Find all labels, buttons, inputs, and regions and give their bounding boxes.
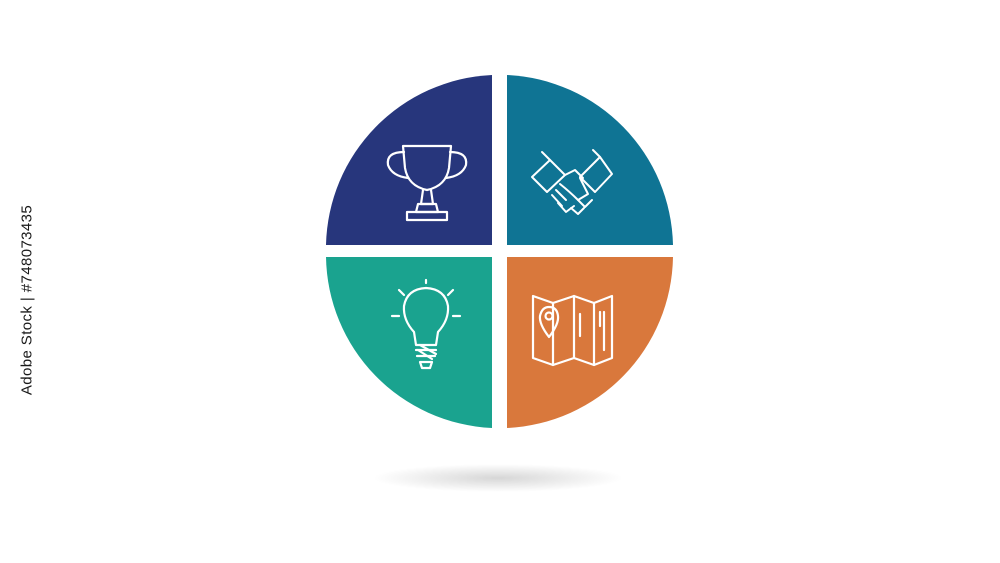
side-caption-wrap: Adobe Stock | #748073435 [12, 40, 42, 560]
handshake-icon [531, 149, 613, 215]
drop-shadow [373, 464, 623, 492]
lightbulb-icon [390, 278, 462, 370]
segment-top-left [326, 75, 492, 245]
segment-bottom-left [326, 257, 492, 428]
segment-bottom-right [507, 257, 673, 428]
map-pin-icon [531, 294, 614, 367]
trophy-icon [386, 144, 468, 222]
segment-top-right [507, 75, 673, 245]
side-caption: Adobe Stock | #748073435 [18, 204, 36, 396]
